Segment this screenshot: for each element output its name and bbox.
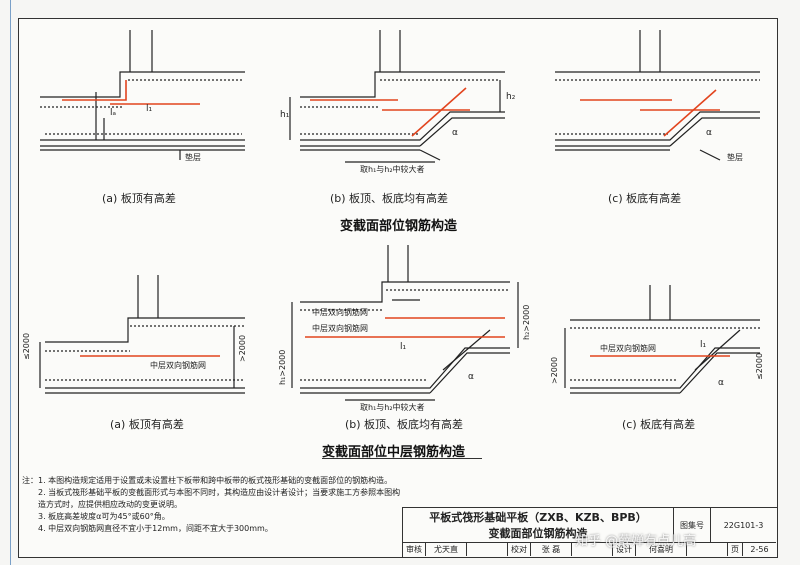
- caption-top-a: (a) 板顶有高差: [102, 192, 176, 205]
- label-alpha-top-b: α: [452, 128, 458, 138]
- label-h2-top-b: h₂: [506, 92, 516, 102]
- binding-line: [10, 0, 11, 565]
- note-item: 2. 当板式筏形基础平板的变截面形式与本图不同时，其构造应由设计者设计；当要求施…: [38, 488, 401, 509]
- title-block-title: 平板式筏形基础平板（ZXB、KZB、BPB） 变截面部位钢筋构造: [403, 508, 674, 543]
- designer: 何喜明: [636, 543, 687, 556]
- label-alpha-top-c: α: [706, 128, 712, 138]
- label-mid-mesh-a: 中层双向钢筋网: [150, 361, 206, 370]
- detail-top-c: [555, 30, 760, 161]
- detail-bottom-b: [291, 245, 519, 401]
- label-h2gt2000: h₂>2000: [522, 304, 531, 340]
- label-la-top-a: lₐ: [110, 108, 117, 118]
- section-title-top: 变截面部位钢筋构造: [340, 219, 458, 234]
- label-l1-bottom-b: l₁: [400, 342, 407, 352]
- label-l1-top-a: l₁: [146, 104, 153, 114]
- notes-head: 注：: [22, 476, 38, 485]
- check-label: 校对: [508, 543, 531, 556]
- label-alpha-bottom-b: α: [468, 372, 474, 382]
- atlas-label: 图集号: [674, 508, 711, 543]
- detail-top-b: [289, 30, 505, 163]
- title-line2: 变截面部位钢筋构造: [488, 527, 588, 540]
- caption-top-b: (b) 板顶、板底均有高差: [330, 192, 449, 205]
- label-dianceng-a: 垫层: [185, 153, 201, 162]
- caption-bottom-a: (a) 板顶有高差: [110, 418, 184, 431]
- label-mid-mesh-b1: 中层双向钢筋网: [312, 308, 368, 317]
- label-l1-bottom-c: l₁: [700, 340, 707, 350]
- reviewer: 尤天直: [426, 543, 467, 556]
- label-gt2000-c: >2000: [550, 356, 559, 384]
- page-number: 2-56: [750, 545, 769, 554]
- caption-top-c: (c) 板底有高差: [608, 192, 682, 205]
- label-le2000-a: ≤2000: [22, 332, 31, 360]
- design-label: 设计: [613, 543, 636, 556]
- label-dianceng-c: 垫层: [727, 153, 743, 162]
- title-block: 平板式筏形基础平板（ZXB、KZB、BPB） 变截面部位钢筋构造 图集号 22G…: [402, 507, 778, 558]
- title-line1: 平板式筏形基础平板（ZXB、KZB、BPB）: [429, 511, 647, 524]
- checker-sign: [572, 543, 613, 556]
- detail-bottom-c: [564, 285, 760, 394]
- checker: 张 磊: [531, 543, 572, 556]
- review-label: 审核: [403, 543, 426, 556]
- section-title-bottom: 变截面部位中层钢筋构造: [322, 445, 466, 460]
- detail-bottom-a: [39, 275, 245, 394]
- label-alpha-bottom-c: α: [718, 378, 724, 388]
- designer-sign: [687, 543, 728, 556]
- section-title-underline: [322, 458, 482, 459]
- label-mid-mesh-b2: 中层双向钢筋网: [312, 324, 368, 333]
- notes-list: 1. 本图构造规定适用于设置或未设置柱下板带和跨中板带的板式筏形基础的变截面部位…: [38, 475, 402, 535]
- page-label: 页: [728, 543, 743, 556]
- caption-bottom-b: (b) 板顶、板底均有高差: [345, 418, 464, 431]
- note-item: 1. 本图构造规定适用于设置或未设置柱下板带和跨中板带的板式筏形基础的变截面部位…: [38, 476, 393, 485]
- note-item: 3. 板底高差坡度α可为45°或60°角。: [38, 512, 170, 521]
- detail-top-a: [40, 30, 245, 160]
- label-max-note-top: 取h₁与h₂中较大者: [360, 165, 425, 174]
- label-max-note-bottom: 取h₁与h₂中较大者: [360, 403, 425, 412]
- watermark: 知乎 @薛婵有点儿高: [575, 534, 697, 549]
- label-h1-top-b: h₁: [280, 110, 290, 120]
- drawing-frame: [18, 18, 778, 558]
- label-le2000-c: ≤2000: [755, 352, 764, 380]
- reviewer-sign: [467, 543, 508, 556]
- caption-bottom-c: (c) 板底有高差: [622, 418, 696, 431]
- label-mid-mesh-c: 中层双向钢筋网: [600, 344, 656, 353]
- note-item: 4. 中层双向钢筋网直径不宜小于12mm，间距不宜大于300mm。: [38, 524, 273, 533]
- atlas-number: 22G101-3: [711, 508, 776, 543]
- label-gt2000-a: >2000: [238, 334, 247, 362]
- label-h1gt2000: h₁>2000: [278, 349, 287, 385]
